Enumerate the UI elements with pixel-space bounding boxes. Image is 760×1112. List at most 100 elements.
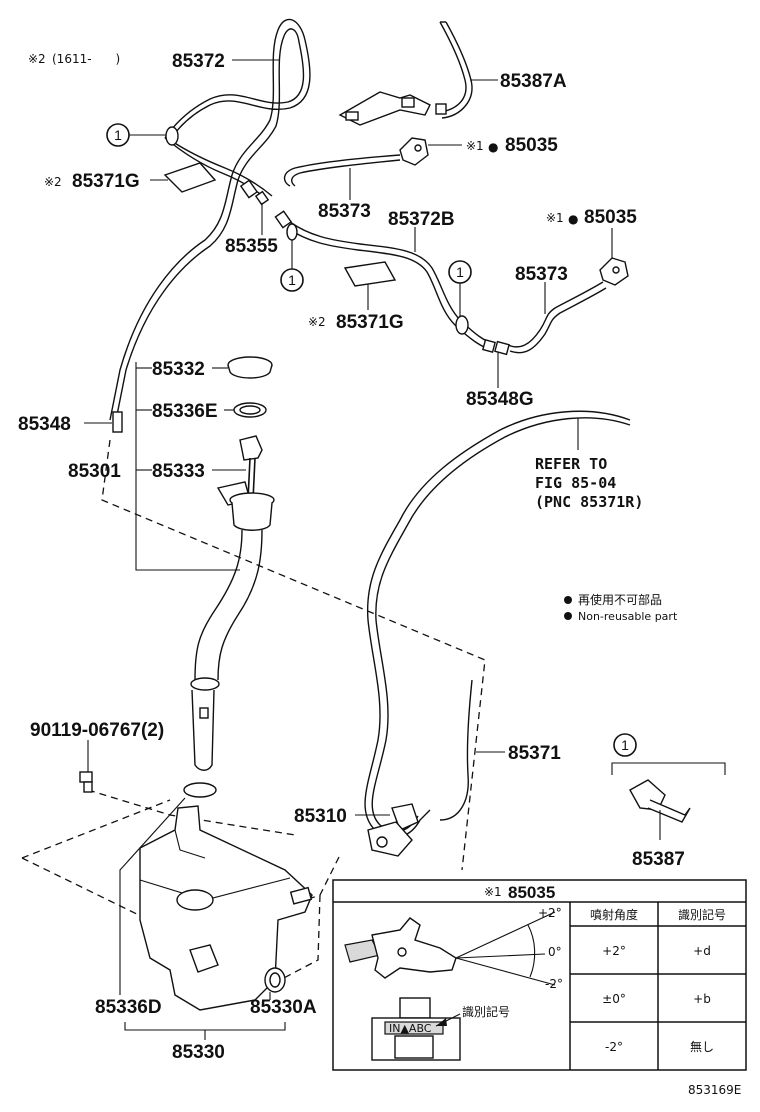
nozzle-spray-illustration: +2° 0° -2° [344, 906, 563, 991]
refer-line3: (PNC 85371R) [535, 493, 643, 511]
label-85373-right: 85373 [515, 264, 568, 285]
nozzle-table: ※1 85035 噴射角度 識別記号 +2° +d ±0° +b -2° 無し … [332, 879, 747, 1071]
angle-minus2: -2° [545, 977, 563, 991]
label-85336D: 85336D [95, 997, 162, 1018]
hose-85373-right [507, 281, 604, 348]
hose-85371-tail [439, 679, 473, 821]
dashed-guide-3 [21, 799, 171, 859]
connector-85348G [482, 339, 510, 356]
pump-85310 [367, 803, 419, 857]
nozzle-85035-top [399, 137, 429, 166]
label-85348: 85348 [18, 414, 71, 435]
table-row1-mark: +d [693, 944, 711, 958]
bracket-85387A [338, 21, 473, 126]
cap-85332 [227, 356, 273, 379]
legend-dot-en [564, 612, 572, 620]
table-title-part: 85035 [508, 883, 555, 902]
svg-text:1: 1 [621, 737, 629, 753]
svg-text:1: 1 [114, 127, 122, 143]
label-85332: 85332 [152, 359, 205, 380]
id-mark-label: 識別記号 [462, 1004, 510, 1019]
refer-line1: REFER TO [535, 455, 607, 473]
label-sheet-top [163, 162, 217, 193]
clamp-1b [286, 223, 298, 241]
id-mark-illustration: IN▲ABC 識別記号 [371, 997, 510, 1061]
hose-85371 [364, 410, 631, 839]
label-85333: 85333 [152, 461, 205, 482]
dashed-guide-1 [101, 439, 486, 871]
hose-85373-top-b [291, 159, 401, 187]
gasket-85336E [233, 402, 267, 418]
label-85035-right: 85035 [584, 207, 637, 228]
callout-1-c: 1 [448, 260, 472, 316]
label-85371G-mid: 85371G [336, 312, 404, 333]
clamp-1c [455, 315, 469, 335]
hose-85373-right-b [509, 287, 607, 354]
table-header-angle: 噴射角度 [590, 907, 638, 922]
label-85371G-top-note: ※2 [44, 175, 62, 189]
label-85355: 85355 [225, 236, 278, 257]
label-85371: 85371 [508, 743, 561, 764]
angle-zero: 0° [548, 945, 562, 959]
joint-85355 [239, 179, 293, 229]
table-row3-mark: 無し [690, 1039, 714, 1054]
table-header-mark: 識別記号 [678, 907, 726, 922]
label-85387: 85387 [632, 849, 685, 870]
legend-en: Non-reusable part [578, 610, 678, 623]
nozzle-85035-right [599, 257, 629, 286]
note2-range: (1611- ) [52, 52, 120, 66]
leader-85336D [119, 797, 186, 995]
bracket-85330 [124, 1022, 286, 1031]
svg-text:1: 1 [288, 272, 296, 288]
label-85371G-top: 85371G [72, 171, 140, 192]
hose-85372B-b [286, 227, 494, 351]
clamp-85387 [629, 779, 691, 823]
label-85348G: 85348G [466, 389, 534, 410]
grommet-85336D [183, 782, 217, 798]
label-85035-top-bullet: ● [488, 140, 498, 154]
callout-1-detail: 1 [611, 733, 726, 775]
bolt-90119 [79, 771, 93, 793]
svg-text:1: 1 [456, 264, 464, 280]
figure-id: 853169E [688, 1083, 741, 1097]
label-85035-right-note: ※1 [546, 211, 564, 225]
table-row2-mark: +b [693, 992, 711, 1006]
label-85330: 85330 [172, 1042, 225, 1063]
label-85310: 85310 [294, 806, 347, 827]
label-85035-right-bullet: ● [568, 212, 578, 226]
label-85301: 85301 [68, 461, 121, 482]
callout-1-a: 1 [106, 123, 166, 147]
dashed-guide-5 [279, 894, 321, 981]
label-85035-top-note: ※1 [466, 139, 484, 153]
angle-plus2: +2° [538, 906, 562, 920]
table-row2-angle: ±0° [602, 992, 626, 1006]
label-85372: 85372 [172, 51, 225, 72]
hose-85372B [289, 221, 496, 345]
callout-1-b: 1 [280, 240, 304, 292]
connector-85348 [112, 411, 123, 433]
label-85387A: 85387A [500, 71, 567, 92]
label-85330A: 85330A [250, 997, 317, 1018]
id-stamp: IN▲ABC [389, 1022, 432, 1035]
clamp-1a [165, 126, 179, 146]
label-90119: 90119-06767(2) [30, 720, 164, 741]
legend-jp: 再使用不可部品 [578, 592, 662, 607]
label-85373-top: 85373 [318, 201, 371, 222]
tank-85330 [139, 782, 313, 1011]
table-title-note: ※1 [484, 885, 502, 899]
hose-85372 [109, 18, 311, 421]
label-sheet-mid [343, 261, 397, 287]
table-row3-angle: -2° [605, 1040, 623, 1054]
label-85035-top: 85035 [505, 135, 558, 156]
table-row1-angle: +2° [602, 944, 626, 958]
refer-line2: FIG 85-04 [535, 474, 616, 492]
label-85372B: 85372B [388, 209, 455, 230]
note2-prefix: ※2 [28, 52, 46, 66]
label-85371G-mid-note: ※2 [308, 315, 326, 329]
bracket-85301 [135, 362, 240, 571]
hose-85373-top [283, 154, 401, 187]
label-85336E: 85336E [152, 401, 218, 422]
inlet-85301 [190, 492, 275, 771]
legend-dot-jp [564, 596, 572, 604]
